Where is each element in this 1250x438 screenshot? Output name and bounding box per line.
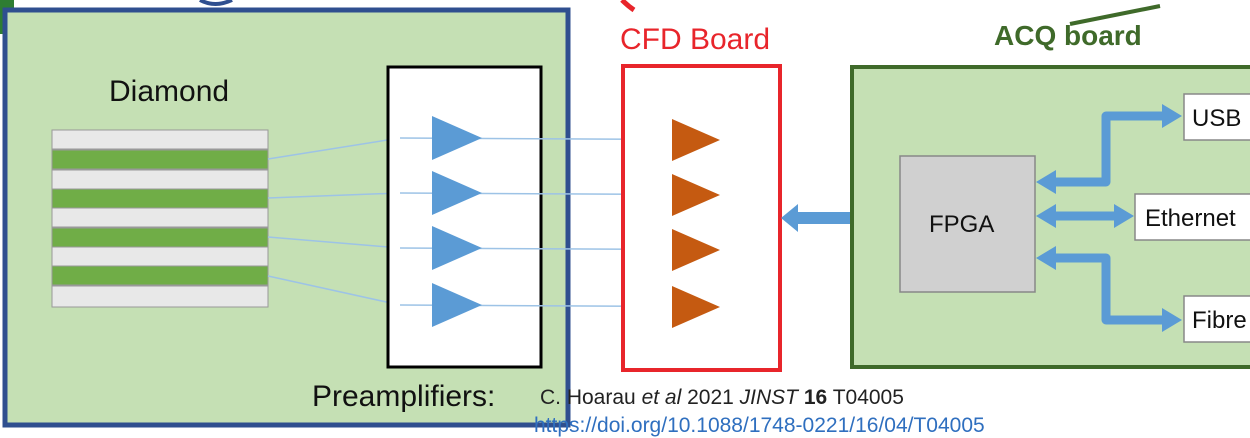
cfd-triangle	[672, 119, 720, 161]
fibre-box	[1183, 295, 1250, 343]
signal-line	[267, 275, 401, 306]
preamplifier-box	[386, 65, 543, 369]
cfd-fpga-bidirectional-arrow	[781, 204, 897, 232]
diamond-to-preamp-lines	[267, 137, 401, 306]
strip-grey	[51, 207, 269, 228]
preamp-triangle	[432, 116, 482, 160]
citation-volume: 16	[803, 386, 828, 409]
preamp-triangles	[432, 116, 482, 327]
preamplifiers-label: Preamplifiers:	[312, 380, 495, 413]
strip-grey	[51, 285, 269, 308]
citation-journal: JINST	[739, 386, 799, 409]
citation-authors: C. Hoarau	[540, 386, 636, 409]
signal-line	[267, 236, 401, 249]
fpga-peripheral-arrows	[1052, 111, 1165, 325]
arrowhead	[1036, 170, 1056, 194]
strip-green	[51, 188, 269, 209]
citation-etal: et al	[641, 386, 682, 409]
cfd-triangles	[672, 119, 720, 328]
ethernet-box	[1134, 193, 1250, 241]
strip-green	[51, 265, 269, 286]
detector-readout-diagram: Diamond CFD Board ACQ board FPGA USB Eth…	[0, 0, 1250, 428]
acq-connector-line	[1069, 4, 1161, 26]
citation-year: 2021	[687, 386, 734, 409]
arrowhead	[1036, 204, 1056, 228]
top-connector-fragment	[199, 0, 233, 6]
diamond-strips	[51, 129, 269, 308]
strip-green	[51, 149, 269, 170]
fpga-usb-path	[1052, 111, 1165, 187]
fpga-chip	[899, 155, 1036, 293]
diamond-label: Diamond	[109, 75, 229, 108]
citation-article: T04005	[832, 386, 904, 409]
citation: C. Hoarau et al 2021 JINST 16 T04005	[540, 386, 904, 410]
arrowhead	[1036, 246, 1056, 270]
strip-green	[51, 227, 269, 248]
arrowhead	[1162, 308, 1182, 332]
red-connector-fragment	[620, 0, 636, 13]
fpga-fibre-path	[1052, 253, 1165, 325]
acq-board-label: ACQ board	[994, 20, 1142, 51]
fpga-label: FPGA	[929, 211, 994, 238]
cfd-board-box	[621, 64, 782, 372]
ethernet-label: Ethernet	[1145, 205, 1236, 232]
preamp-triangle	[432, 283, 482, 327]
preamp-triangle	[432, 171, 482, 215]
signal-line	[267, 192, 401, 199]
strip-grey	[51, 246, 269, 267]
strip-grey	[51, 129, 269, 150]
usb-label: USB	[1192, 105, 1241, 132]
arrowhead	[1162, 104, 1182, 128]
cfd-triangle	[672, 174, 720, 216]
arrowheads	[1036, 104, 1182, 332]
strip-grey	[51, 169, 269, 190]
cfd-board-label: CFD Board	[620, 23, 770, 56]
cfd-triangle	[672, 229, 720, 271]
usb-box	[1183, 93, 1250, 141]
fibre-label: Fibre	[1192, 307, 1247, 334]
cfd-triangle	[672, 286, 720, 328]
preamp-triangle	[432, 226, 482, 270]
doi-link[interactable]: https://doi.org/10.1088/1748-0221/16/04/…	[534, 414, 985, 437]
arrowhead	[1114, 204, 1134, 228]
signal-line	[267, 137, 401, 160]
arrow-shape	[781, 204, 897, 232]
